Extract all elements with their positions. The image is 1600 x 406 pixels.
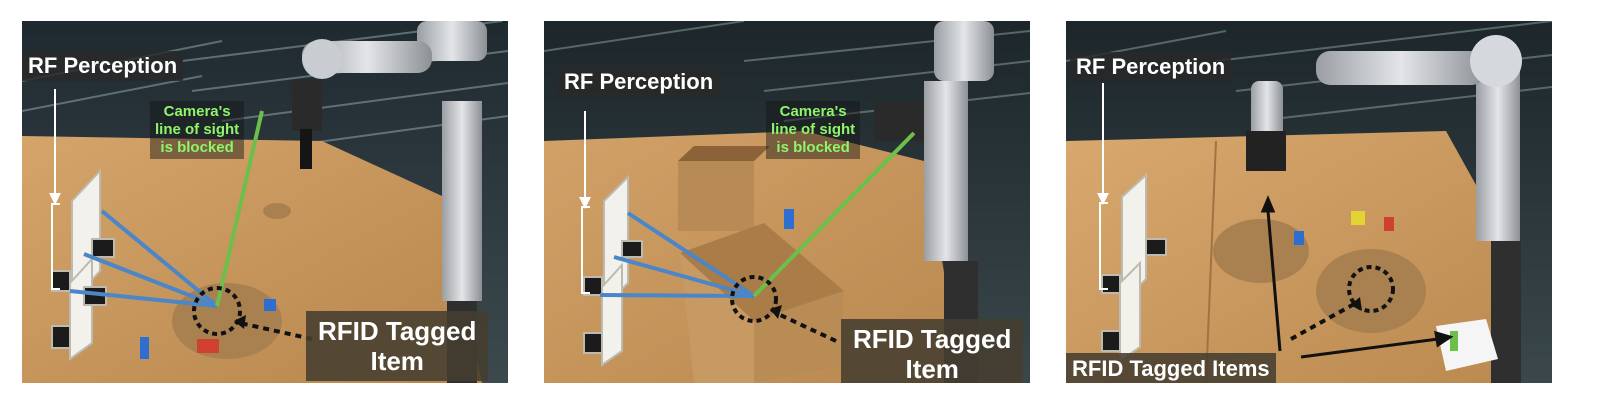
camera-blocked-label: Camera's line of sight is blocked <box>766 101 861 159</box>
rfid-tagged-items-label: RFID Tagged Items <box>1066 353 1276 383</box>
tag-block-blue <box>264 299 276 311</box>
rf-perception-label: RF Perception <box>1070 52 1232 82</box>
rf-perception-label: RF Perception <box>558 67 720 97</box>
pointer-arrows <box>1260 195 1454 359</box>
target-circle <box>1347 265 1395 313</box>
target-circle <box>730 275 778 323</box>
white-bin <box>1436 319 1498 371</box>
robot-arm <box>1246 35 1522 383</box>
bracket <box>51 203 60 290</box>
target-arrow <box>239 321 313 341</box>
crumpled-paper <box>1213 219 1309 283</box>
rf-rays <box>69 209 219 308</box>
camera-blocked-label: Camera's line of sight is blocked <box>150 101 245 159</box>
rfid-tagged-item-label: RFID Tagged Item <box>841 319 1024 383</box>
target-arrow <box>775 311 837 343</box>
photo-panel-1: RF Perception Camera's line of sight is … <box>22 21 508 383</box>
antenna-array <box>1101 172 1167 363</box>
rf-rays <box>599 211 756 298</box>
box-small <box>678 146 770 231</box>
rf-perception-label: RF Perception <box>22 51 184 81</box>
antenna-array <box>51 168 115 361</box>
antenna-array <box>583 174 643 367</box>
camera-ray <box>752 131 916 298</box>
scene-3 <box>1066 21 1552 383</box>
scene-1 <box>22 21 508 383</box>
target-circle <box>192 286 242 336</box>
photo-panel-3: RF Perception RFID Tagged Items <box>1066 21 1552 383</box>
photo-panel-2: RF Perception Camera's line of sight is … <box>544 21 1030 383</box>
crumpled-paper <box>1316 249 1426 333</box>
tag-block-red <box>197 339 219 353</box>
camera-ray <box>215 110 264 307</box>
rfid-tagged-item-label: RFID Tagged Item <box>306 311 489 381</box>
